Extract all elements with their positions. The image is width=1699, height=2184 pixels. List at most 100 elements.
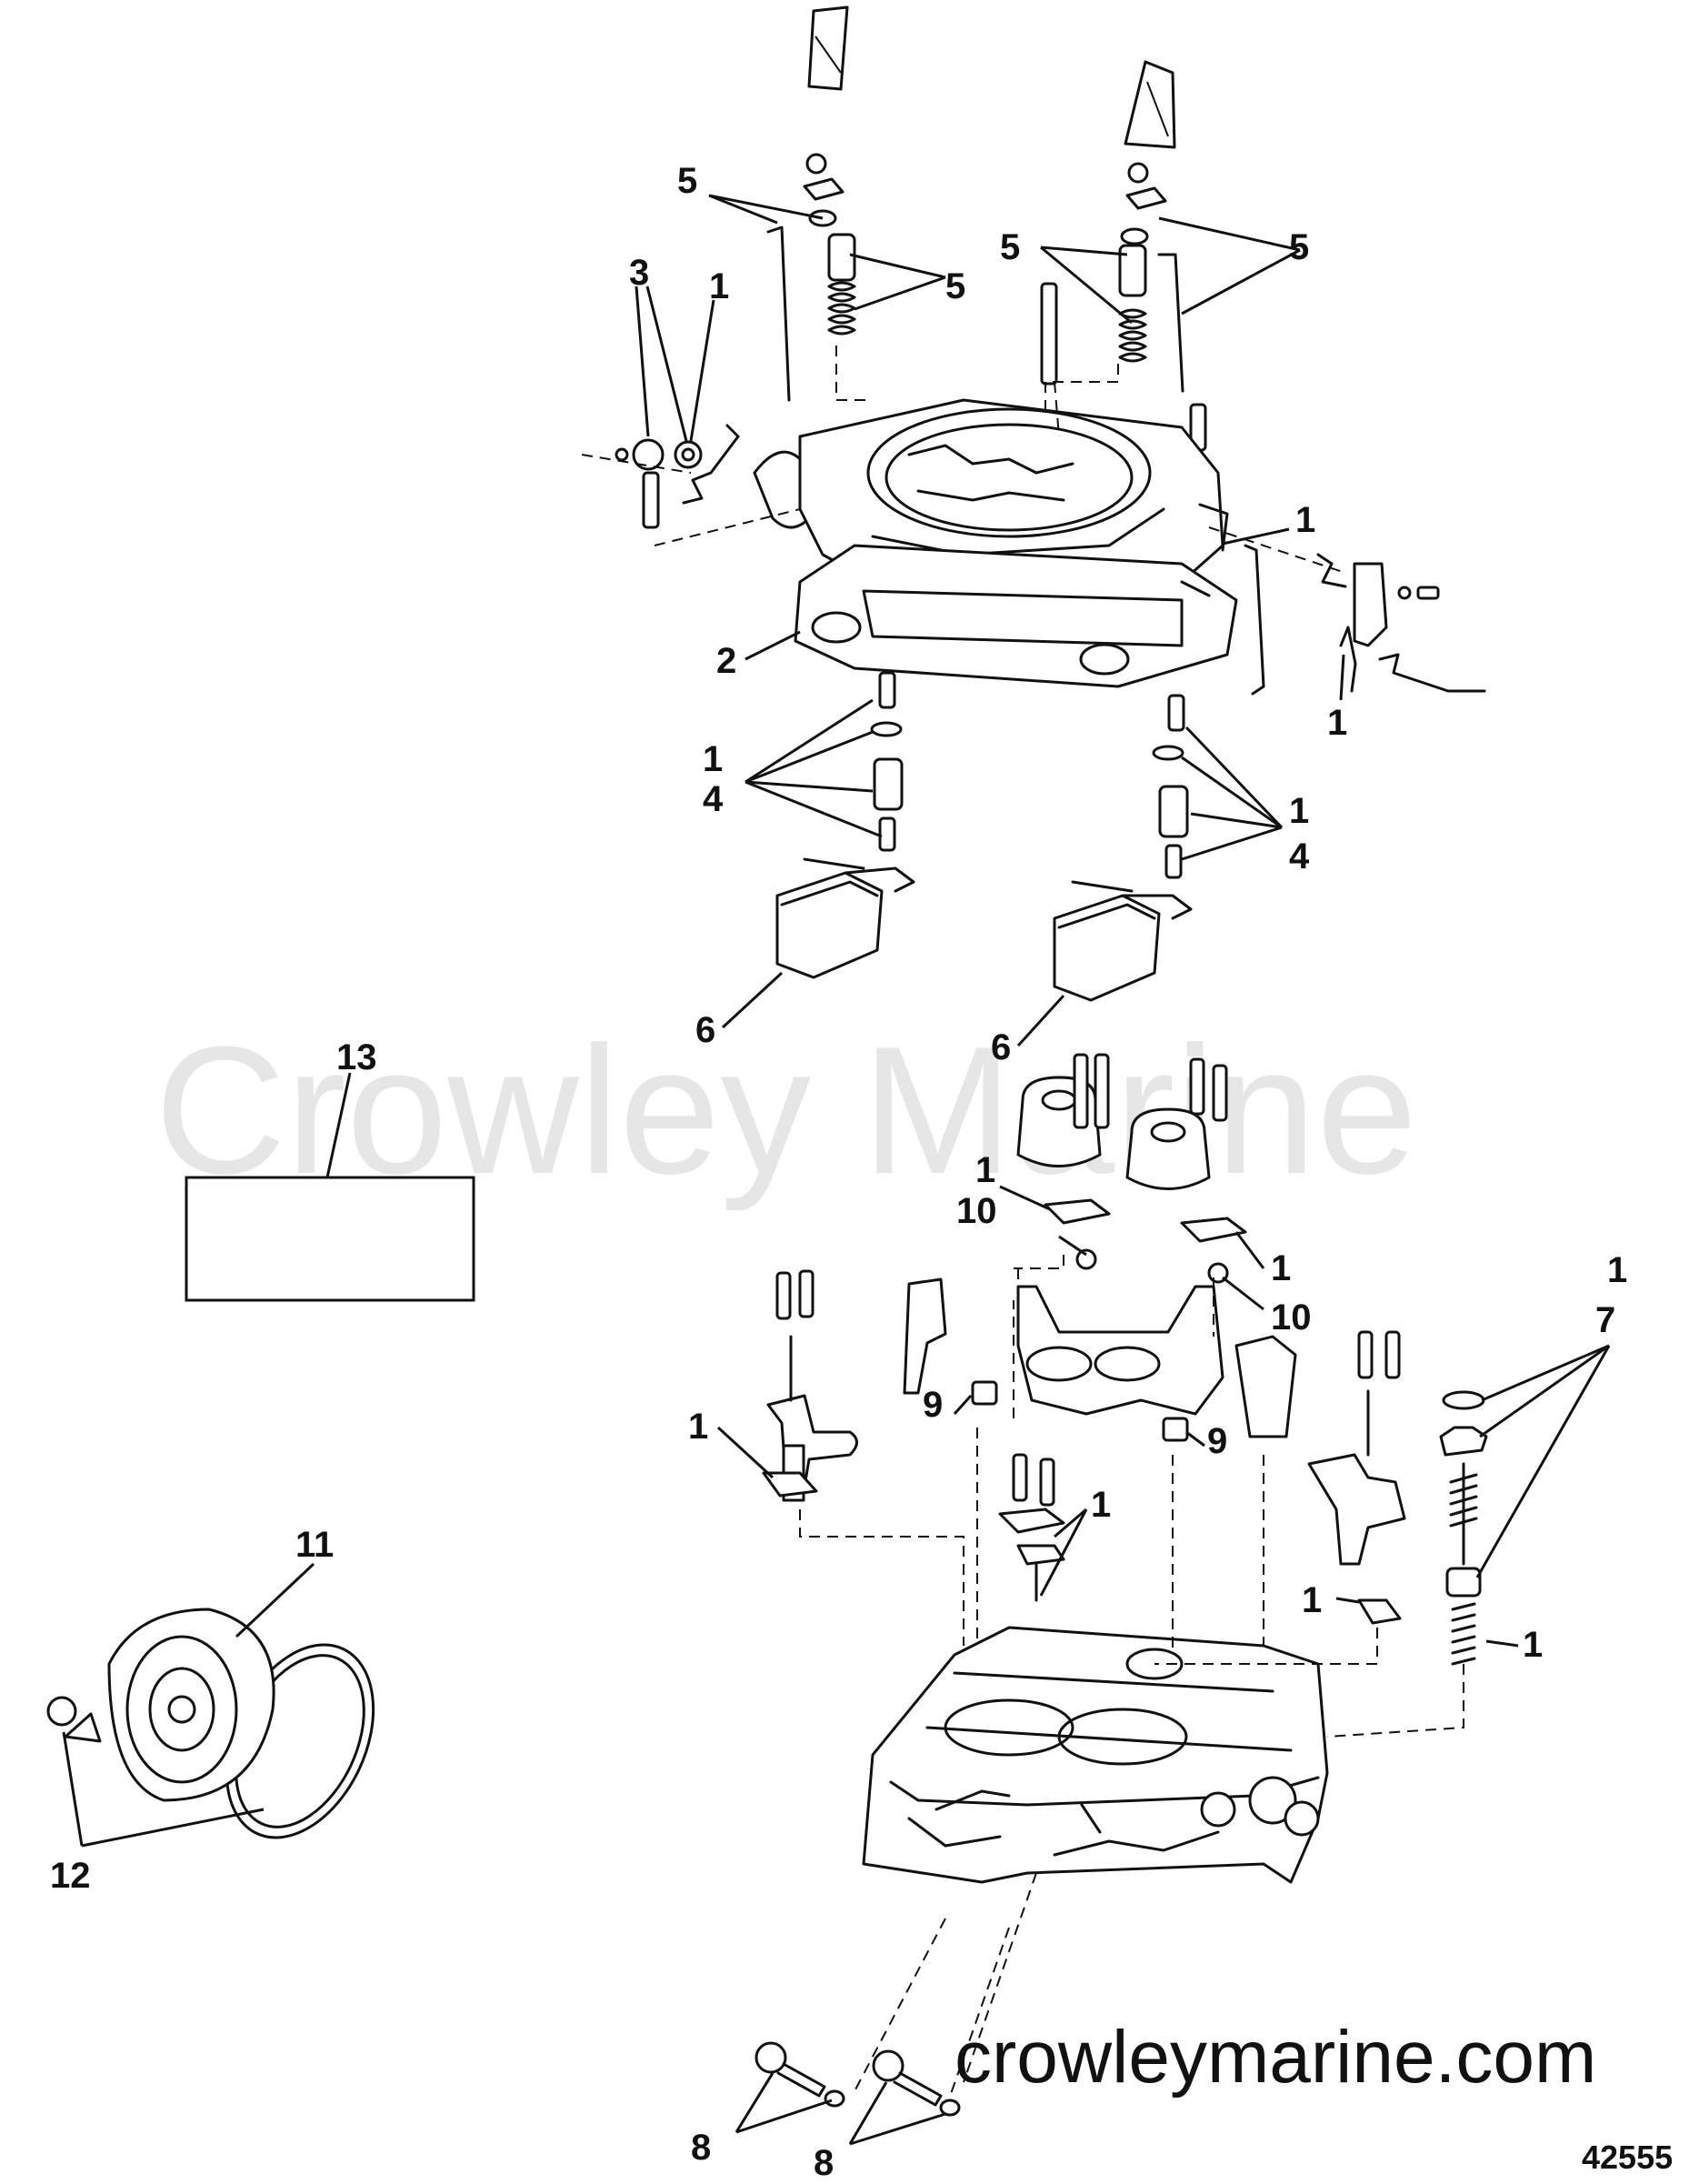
air-cleaner-ring <box>866 407 1152 538</box>
item-13-kit-box <box>185 1176 475 1302</box>
gasket-left-small <box>870 721 903 737</box>
needle-left <box>878 816 896 852</box>
callout-7: 7 <box>1595 1300 1615 1340</box>
linkage-clip <box>1316 553 1347 588</box>
needle-seat-left-part <box>873 757 904 811</box>
pump-gasket-left <box>1044 1198 1111 1225</box>
pump-rod <box>1378 653 1486 693</box>
callout-10-b: 10 <box>1271 1297 1312 1337</box>
pump-housings <box>1016 1053 1247 1284</box>
needle-right <box>1164 844 1183 879</box>
callout-labels: 5 5 5 5 3 1 1 2 1 1 4 1 4 6 6 13 1 10 1 … <box>50 161 1627 2183</box>
check-ball-left <box>1075 1248 1097 1270</box>
jet-insert-9b <box>1162 1417 1189 1442</box>
spring-right <box>1118 308 1147 363</box>
screw-head-right <box>1127 162 1149 184</box>
callout-9-b: 9 <box>1207 1421 1227 1461</box>
pump-cup <box>1445 1567 1482 1598</box>
accelerator-pump-right <box>1307 1330 1406 1625</box>
callout-1-c: 1 <box>1327 703 1347 743</box>
callout-5-b: 5 <box>945 266 965 306</box>
main-body <box>862 1626 1329 1884</box>
callout-11: 11 <box>295 1525 334 1565</box>
callout-1-f: 1 <box>975 1150 995 1190</box>
callout-1-d: 1 <box>703 739 723 779</box>
pump-washer <box>1442 1390 1485 1410</box>
gasket-right-small <box>1152 745 1184 761</box>
float-left <box>775 857 915 979</box>
choke-retainer <box>64 1712 102 1743</box>
metering-rod-right <box>1157 253 1184 393</box>
lever-screw <box>1416 586 1440 600</box>
callout-4-b: 4 <box>1289 837 1310 877</box>
float-right <box>1053 880 1193 1002</box>
callout-6-a: 6 <box>695 1010 715 1050</box>
air-horn-assembly <box>581 5 1486 696</box>
pump-gasket-right <box>1180 1217 1247 1243</box>
callout-8-a: 8 <box>691 2128 711 2168</box>
metering-rod-left <box>766 225 791 402</box>
callout-5-a: 5 <box>677 161 697 201</box>
callout-1-e: 1 <box>1289 791 1309 831</box>
callout-3: 3 <box>629 253 649 293</box>
website-url: crowleymarine.com <box>954 2016 1596 2099</box>
callout-1-k: 1 <box>1302 1580 1322 1620</box>
leader-lines <box>62 194 1611 2146</box>
cotter-pin <box>1339 626 1357 693</box>
pump-return-spring <box>1451 1602 1476 1666</box>
power-piston-right <box>1307 1453 1406 1566</box>
cluster-body <box>1016 1285 1224 1416</box>
needle-seat-left <box>870 671 904 852</box>
callout-1-g: 1 <box>1271 1248 1291 1288</box>
idle-mixture-screw-left <box>755 2041 845 2108</box>
gasket-left-pump <box>762 1471 818 1498</box>
callout-12: 12 <box>50 1856 91 1896</box>
callout-2: 2 <box>716 641 736 681</box>
callout-4-a: 4 <box>703 779 724 819</box>
retainer-left <box>803 177 845 201</box>
pump-housing-right <box>1125 1107 1211 1190</box>
figure-number: 42555 <box>1582 2139 1673 2176</box>
baffle-right <box>1234 1335 1297 1438</box>
metering-rod-piston-left <box>827 233 856 282</box>
metering-rod-piston-right <box>1118 244 1147 297</box>
callout-10-a: 10 <box>956 1191 997 1231</box>
pump-lever <box>1353 562 1388 647</box>
callout-8-b: 8 <box>814 2143 834 2183</box>
needle-seat-right-part <box>1158 785 1189 838</box>
needle-seat-right <box>1152 694 1189 879</box>
pin-right <box>1167 694 1185 732</box>
callout-13: 13 <box>336 1037 377 1077</box>
callout-1-a: 1 <box>709 266 729 306</box>
air-valve-flap-left <box>807 5 849 91</box>
venturi-cluster <box>903 1277 1297 1438</box>
choke-nut <box>632 438 665 471</box>
callout-1-h: 1 <box>1607 1250 1627 1290</box>
air-valve-flap-right <box>1124 60 1176 149</box>
callout-1-l: 1 <box>1523 1625 1543 1665</box>
retainer-right <box>1125 186 1167 210</box>
callout-5-d: 5 <box>1289 227 1309 267</box>
linkage-rod-right <box>1244 544 1265 696</box>
clip-right <box>1120 227 1149 245</box>
pump-rod-assembly <box>1439 1390 1488 1666</box>
choke-thermostat-assembly <box>46 1608 375 1839</box>
callout-1-b: 1 <box>1295 500 1315 540</box>
screw-head-left <box>805 153 827 175</box>
callout-1-j: 1 <box>1091 1485 1111 1525</box>
spring-left <box>827 281 856 336</box>
idle-mixture-screw-right <box>872 2049 961 2117</box>
pump-check-gasket <box>1016 1544 1065 1566</box>
choke-cover-screw <box>46 1696 77 1727</box>
pin-left <box>878 671 896 709</box>
air-horn-screw-lower <box>642 471 660 529</box>
accelerator-pump-left <box>762 1269 858 1502</box>
baffle-left <box>903 1277 947 1395</box>
air-horn-gasket <box>794 544 1238 688</box>
jet-insert-9a <box>971 1380 998 1406</box>
pump-check-plate <box>998 1508 1065 1534</box>
callout-9-a: 9 <box>923 1385 943 1425</box>
callout-5-c: 5 <box>1000 227 1020 267</box>
